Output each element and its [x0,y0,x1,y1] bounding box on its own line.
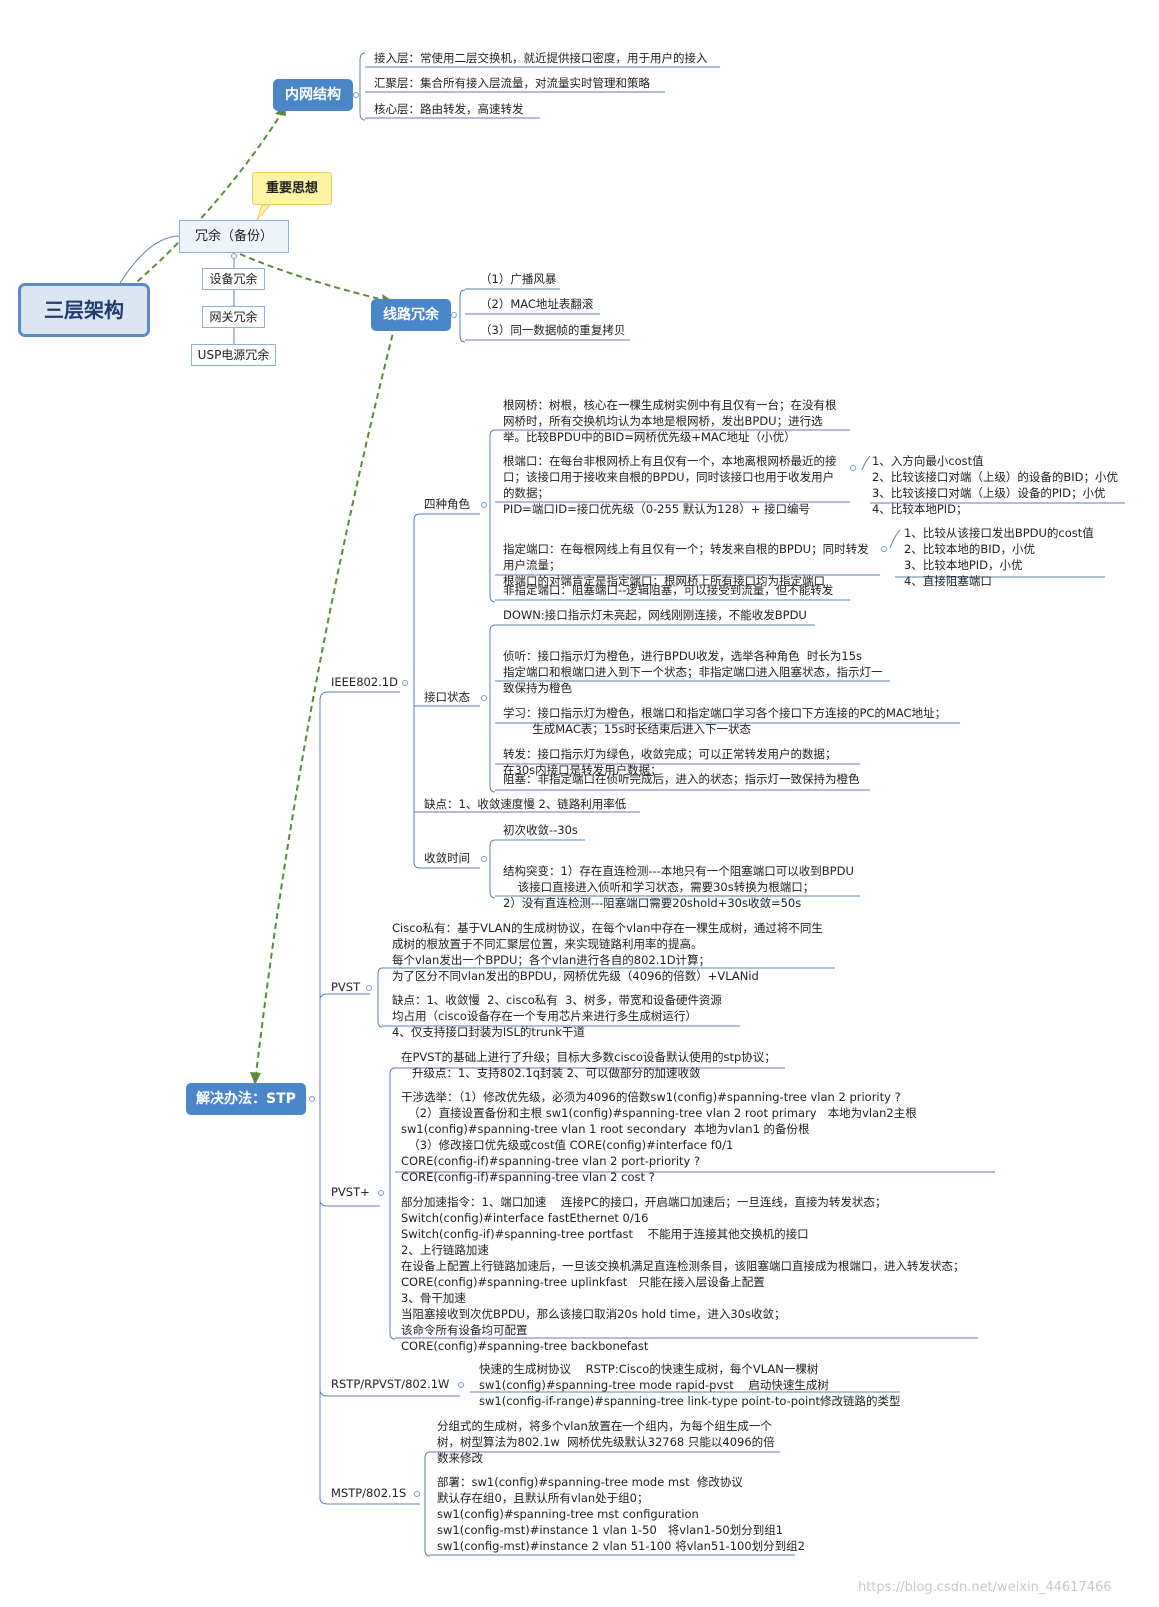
watermark: https://blog.csdn.net/weixin_44617466 [858,1580,1112,1595]
rongyu-power[interactable]: USP电源冗余 [191,344,276,366]
neiwang-item: 接入层：常使用二层交换机，就近提供接口密度，用于用户的接入 [374,51,708,65]
trunk-ieee [319,691,400,1096]
mstp-label[interactable]: MSTP/802.1S [331,1486,407,1500]
collapse-dot[interactable] [850,465,856,471]
mstp-desc: 分组式的生成树，将多个vlan放置在一个组内，为每个组生成一个树，树型算法为80… [437,1419,775,1465]
designated-port-text: 指定端口：在每根网线上有且仅有一个；转发来自根的BPDU；同时转发用户流量；根端… [503,542,869,588]
mstp-deploy: 部署：sw1(config)#spanning-tree mode mst 修改… [437,1475,805,1553]
rongyu-device[interactable]: 设备冗余 [202,268,265,290]
collapse-dot[interactable] [481,695,487,701]
bracket-xianlu [459,289,466,343]
dash-xianlu [239,253,393,303]
collapse-dot[interactable] [231,253,237,259]
state-forward: 转发：接口指示灯为绿色，收敛完成；可以正常转发用户的数据；在30s内接口是转发用… [503,747,837,777]
conv-label[interactable]: 收敛时间 [424,851,470,865]
collapse-dot[interactable] [402,680,408,686]
rongyu-gateway[interactable]: 网关冗余 [202,306,265,328]
callout-important-idea: 重要思想 [252,172,332,205]
pvst-cons: 缺点：1、收敛慢 2、cisco私有 3、树多，带宽和设备硬件资源均占用（cis… [392,993,722,1039]
pvst-label[interactable]: PVST [331,980,361,994]
link-root-rongyu [119,235,181,284]
state-down: DOWN:接口指示灯未亮起，网线刚刚连接，不能收发BPDU [503,608,807,622]
xianlu-item: （3）同一数据帧的重复拷贝 [480,323,626,337]
bracket-neiwang [359,52,366,121]
collapse-dot[interactable] [378,1190,384,1196]
dash-stp [254,324,396,1084]
state-learn: 学习：接口指示灯为橙色，根端口和指定端口学习各个接口下方连接的PC的MAC地址；… [503,706,947,736]
stp-node[interactable]: 解决办法：STP [186,1083,306,1115]
xianlu-item: （1）广播风暴 [480,272,557,286]
pvstplus-speed: 部分加速指令：1、端口加速 连接PC的接口，开启端口加速后；一旦连线，直接为转发… [401,1195,965,1353]
collapse-dot[interactable] [481,856,487,862]
pvstplus-label[interactable]: PVST+ [331,1185,370,1199]
root-node[interactable]: 三层架构 [18,283,150,337]
xianlu-node[interactable]: 线路冗余 [371,299,451,331]
roles-label[interactable]: 四种角色 [424,497,470,511]
collapse-dot[interactable] [458,1382,464,1388]
xianlu-item: （2）MAC地址表翻滚 [480,297,594,311]
pvst-desc: Cisco私有：基于VLAN的生成树协议，在每个vlan中存在一棵生成树，通过将… [392,921,823,983]
collapse-dot[interactable] [309,1096,315,1102]
ieee-label[interactable]: IEEE802.1D [331,675,398,689]
collapse-dot[interactable] [881,546,887,552]
collapse-dot[interactable] [451,312,457,318]
root-bridge-text: 根网桥：树根，核心在一棵生成树实例中有且仅有一台；在没有根网桥时，所有交换机均认… [503,398,837,444]
rstp-label[interactable]: RSTP/RPVST/802.1W [331,1377,450,1391]
collapse-dot[interactable] [414,1491,420,1497]
non-designated-text: 非指定端口：阻塞端口--逻辑阻塞，可以接受到流量，但不能转发 [503,583,834,597]
neiwang-item: 核心层：路由转发，高速转发 [374,102,524,116]
conv-initial: 初次收敛--30s [503,823,578,837]
collapse-dot[interactable] [366,985,372,991]
ieee-weakness: 缺点：1、收敛速度慢 2、链路利用率低 [424,797,627,811]
states-label[interactable]: 接口状态 [424,690,470,704]
pvstplus-elect: 干涉选举：（1）修改优先级，必须为4096的倍数sw1(config)#span… [401,1090,917,1184]
state-block: 阻塞：非指定端口在侦听完成后，进入的状态；指示灯一致保持为橙色 [503,772,860,786]
collapse-dot[interactable] [481,502,487,508]
conv-change: 结构突变：1）存在直连检测---本地只有一个阻塞端口可以收到BPDU 该接口直接… [503,864,854,910]
root-port-text: 根端口：在每台非根网桥上有且仅有一个，本地离根网桥最近的接口；该接口用于接收来自… [503,454,837,516]
rongyu-node[interactable]: 冗余（备份） [179,220,289,253]
collapse-dot[interactable] [353,92,359,98]
neiwang-node[interactable]: 内网结构 [273,79,353,111]
pvstplus-desc: 在PVST的基础上进行了升级；目标大多数cisco设备默认使用的stp协议； 升… [401,1050,776,1080]
neiwang-item: 汇聚层：集合所有接入层流量，对流量实时管理和策略 [374,76,650,90]
